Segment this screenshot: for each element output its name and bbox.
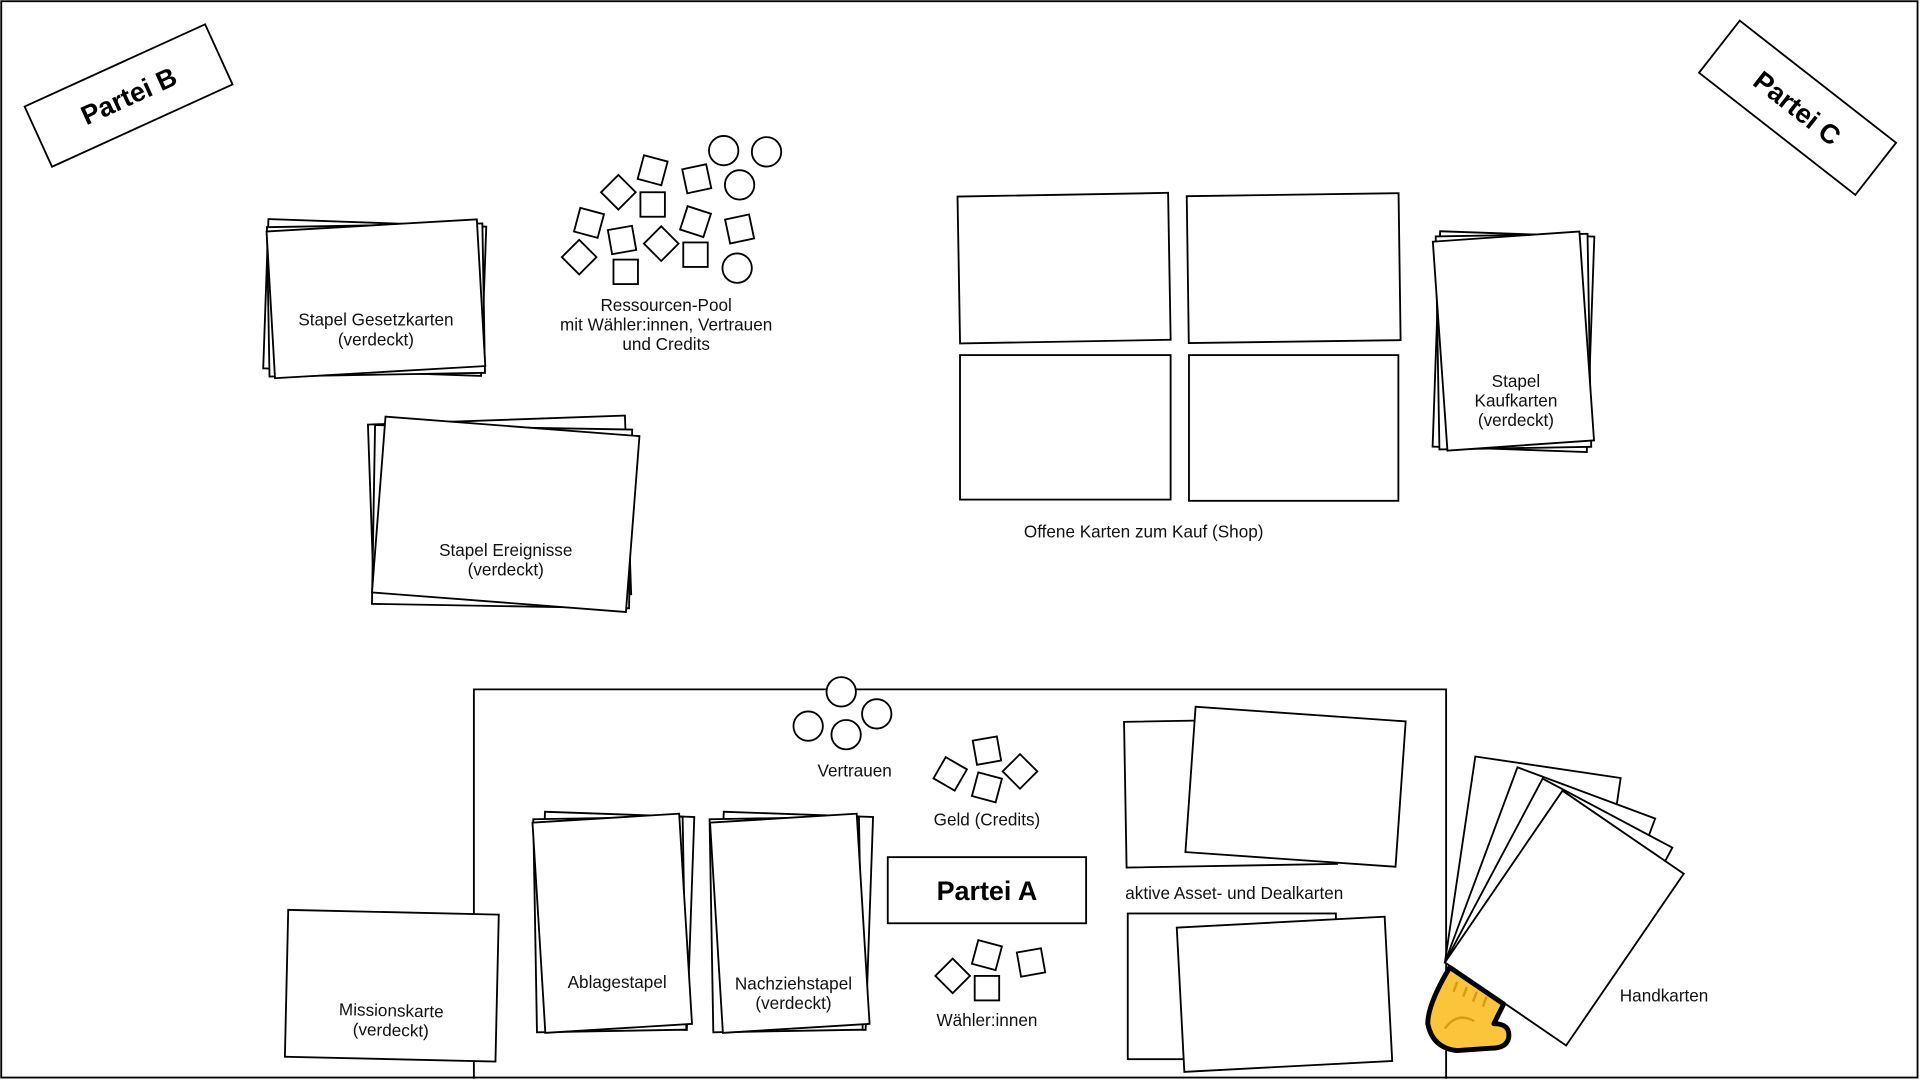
shop-card-slot[interactable] bbox=[959, 354, 1172, 501]
active-card[interactable] bbox=[1184, 705, 1407, 868]
credit-token bbox=[723, 213, 756, 245]
credit-token bbox=[599, 173, 637, 211]
trust-tokens: Vertrauen bbox=[792, 676, 893, 780]
credit-token bbox=[681, 163, 713, 195]
credit-token bbox=[971, 735, 1003, 766]
trust-token bbox=[792, 710, 824, 742]
event-deck-sub: (verdeckt) bbox=[468, 560, 544, 580]
buy-deck-label: Stapel bbox=[1492, 371, 1541, 391]
shop-area: Offene Karten zum Kauf (Shop) bbox=[956, 191, 1402, 542]
hand-icon bbox=[1425, 964, 1512, 1054]
money-label: Geld (Credits) bbox=[934, 809, 1041, 829]
event-card-deck[interactable]: Stapel Ereignisse (verdeckt) bbox=[366, 414, 641, 613]
mission-label: Missionskarte bbox=[339, 999, 444, 1021]
resource-pool: Ressourcen-Pool mit Wähler:innen, Vertra… bbox=[560, 135, 783, 354]
trust-token bbox=[721, 252, 753, 284]
discard-pile[interactable]: Ablagestapel bbox=[531, 810, 696, 1034]
credit-token bbox=[932, 755, 969, 792]
hand-label: Handkarten bbox=[1620, 986, 1709, 1006]
hand-cards: Handkarten bbox=[1425, 755, 1709, 1054]
credit-token bbox=[572, 206, 606, 239]
trust-token bbox=[825, 676, 857, 708]
credit-token bbox=[642, 225, 680, 263]
voter-tokens: Wähler:innen bbox=[934, 938, 1047, 1030]
trust-token bbox=[830, 719, 862, 751]
active-cards: aktive Asset- und Dealkarten bbox=[1123, 705, 1407, 1073]
mission-sub: (verdeckt) bbox=[353, 1019, 430, 1041]
trust-token bbox=[750, 136, 783, 168]
pool-label-line3: und Credits bbox=[622, 334, 710, 354]
law-deck-label: Stapel Gesetzkarten bbox=[298, 310, 453, 330]
voter-token bbox=[612, 258, 639, 285]
buy-deck-sub: (verdeckt) bbox=[1478, 410, 1554, 430]
buy-card-deck[interactable]: Stapel Kaufkarten (verdeckt) bbox=[1431, 230, 1596, 453]
shop-card-slot[interactable] bbox=[1185, 192, 1402, 345]
voter-token bbox=[973, 975, 1001, 1002]
trust-label: Vertrauen bbox=[818, 760, 892, 780]
buy-deck-label-line2: Kaufkarten bbox=[1475, 391, 1558, 411]
player-a-label: Partei A bbox=[886, 856, 1088, 925]
credit-token bbox=[678, 205, 713, 239]
pool-label-line2: mit Wähler:innen, Vertrauen bbox=[560, 315, 772, 335]
event-deck-label: Stapel Ereignisse bbox=[439, 540, 572, 560]
credit-token bbox=[1001, 752, 1039, 791]
credit-token bbox=[606, 224, 638, 256]
shop-label: Offene Karten zum Kauf (Shop) bbox=[1024, 522, 1264, 542]
law-deck-sub: (verdeckt) bbox=[338, 329, 414, 349]
trust-token bbox=[861, 698, 893, 730]
draw-sub: (verdeckt) bbox=[755, 993, 831, 1013]
trust-token bbox=[723, 169, 756, 201]
voter-token bbox=[970, 938, 1004, 972]
pool-label: Ressourcen-Pool bbox=[600, 295, 731, 315]
credit-token bbox=[970, 771, 1004, 804]
active-card[interactable] bbox=[1175, 915, 1394, 1073]
discard-label: Ablagestapel bbox=[568, 972, 667, 992]
mission-card[interactable]: Missionskarte (verdeckt) bbox=[283, 908, 500, 1063]
voters-label: Wähler:innen bbox=[936, 1010, 1037, 1030]
player-a-area bbox=[472, 688, 1448, 1079]
money-tokens: Geld (Credits) bbox=[932, 735, 1041, 829]
player-a-name: Partei A bbox=[937, 876, 1038, 906]
voter-token bbox=[639, 191, 666, 218]
law-card-deck[interactable]: Stapel Gesetzkarten (verdeckt) bbox=[262, 218, 488, 380]
credit-token bbox=[560, 238, 598, 276]
shop-card-slot[interactable] bbox=[1188, 354, 1400, 502]
draw-label: Nachziehstapel bbox=[735, 973, 852, 993]
shop-card-slot[interactable] bbox=[956, 191, 1172, 345]
voter-token bbox=[934, 957, 972, 995]
credit-token bbox=[636, 154, 669, 187]
trust-token bbox=[708, 135, 740, 167]
active-cards-label: aktive Asset- und Dealkarten bbox=[1125, 883, 1343, 903]
voter-token bbox=[682, 241, 709, 268]
voter-token bbox=[1015, 947, 1047, 978]
draw-pile[interactable]: Nachziehstapel (verdeckt) bbox=[708, 810, 875, 1034]
